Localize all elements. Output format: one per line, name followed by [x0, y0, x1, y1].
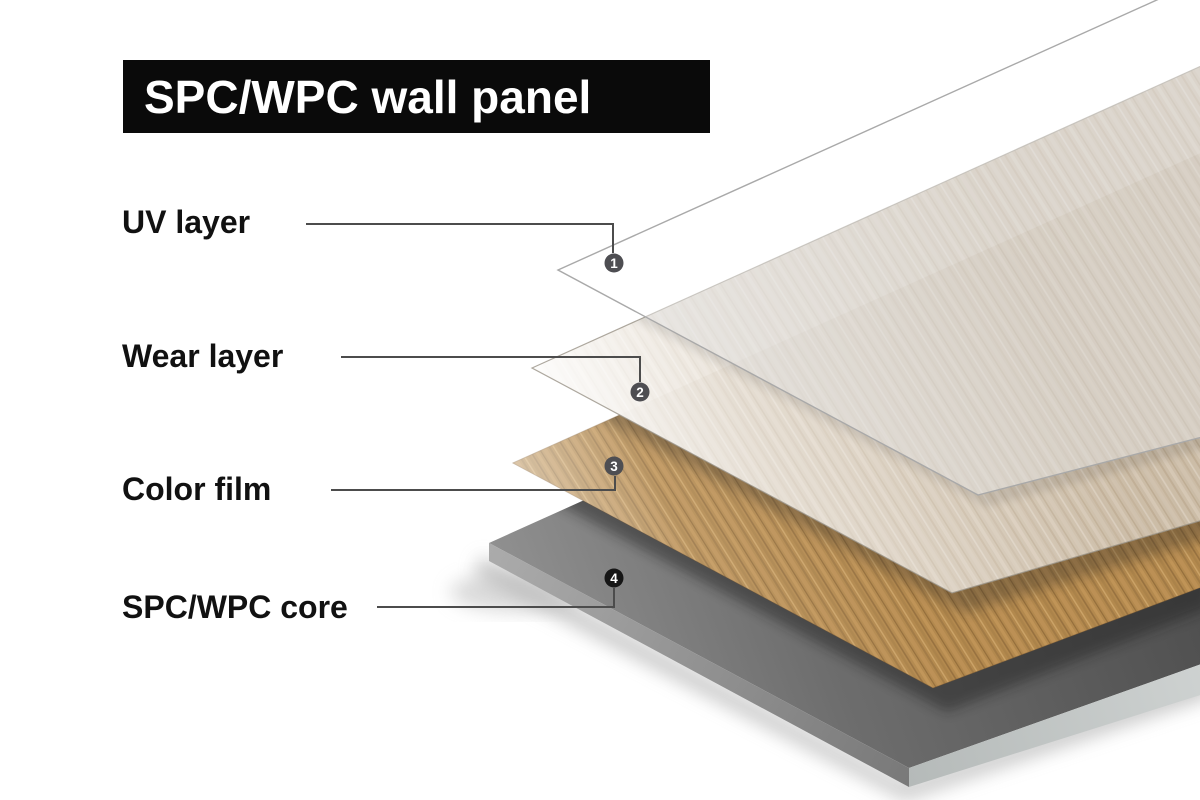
leader-line-film: [331, 476, 616, 491]
badge-1-number: 1: [610, 256, 618, 271]
layer-label-wear-layer: Wear layer: [122, 338, 284, 374]
leader-lines: [306, 223, 641, 608]
badge-4-number: 4: [610, 571, 618, 586]
badge-3-circle: [604, 456, 624, 476]
title-bar: SPC/WPC wall panel: [123, 60, 710, 133]
layer-label-uv-layer: UV layer: [122, 204, 251, 240]
number-badges: 1 2 3 4: [604, 253, 650, 588]
leader-line-uv: [306, 223, 614, 253]
badge-3-number: 3: [610, 459, 618, 474]
core-left-side-face: [489, 543, 909, 787]
layer-label-spc-wpc-core: SPC/WPC core: [122, 589, 348, 625]
leader-line-wear: [341, 356, 641, 382]
panel-uv-layer: [556, 0, 1200, 496]
page-title: SPC/WPC wall panel: [144, 70, 592, 123]
badge-4-circle: [604, 568, 624, 588]
badge-2-circle: [630, 382, 650, 402]
badge-1-circle: [604, 253, 624, 273]
layer-label-color-film: Color film: [122, 471, 272, 507]
core-end-face: [909, 664, 1200, 787]
core-drop-shadow: [475, 556, 1200, 800]
leader-line-core: [377, 588, 615, 608]
badge-2-number: 2: [636, 385, 644, 400]
